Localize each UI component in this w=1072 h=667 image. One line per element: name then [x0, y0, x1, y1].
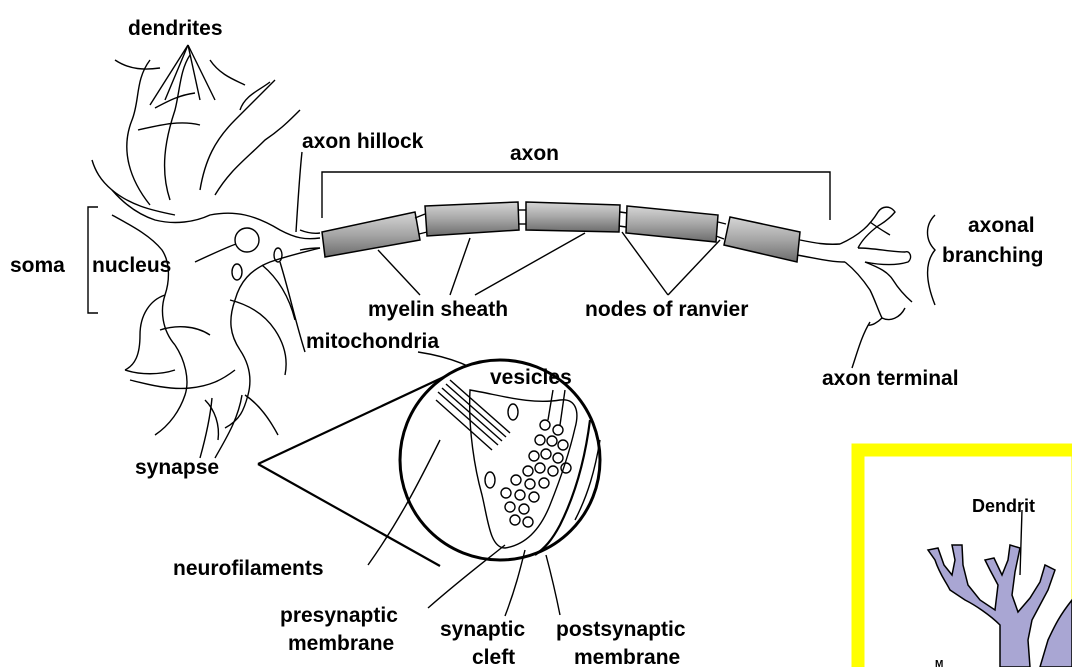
svg-text:M: M — [935, 659, 943, 667]
label-presynaptic-membrane-line1: presynaptic — [280, 604, 398, 627]
label-synapse: synapse — [135, 456, 219, 479]
myelin-segments — [322, 202, 800, 262]
label-soma: soma — [10, 254, 65, 277]
nucleus-shape — [235, 228, 259, 252]
label-dendrites: dendrites — [128, 17, 223, 40]
label-synaptic-cleft-line1: synaptic — [440, 618, 526, 641]
label-postsynaptic-membrane-line1: postsynaptic — [556, 618, 686, 641]
label-axonal-branching-line1: axonal — [968, 214, 1035, 237]
label-presynaptic-membrane-line2: membrane — [288, 632, 394, 655]
label-myelin-sheath: myelin sheath — [368, 298, 508, 321]
neuron-cell-body — [92, 55, 320, 440]
label-nucleus: nucleus — [92, 254, 171, 277]
label-axon-terminal: axon terminal — [822, 367, 959, 390]
axon-terminals — [840, 207, 912, 325]
label-vesicles: vesicles — [490, 366, 572, 389]
label-axon: axon — [510, 142, 559, 165]
label-axon-hillock: axon hillock — [302, 130, 424, 153]
label-postsynaptic-membrane-line2: membrane — [574, 646, 680, 667]
dendrit-inset: M — [858, 450, 1072, 667]
label-nodes-of-ranvier: nodes of ranvier — [585, 298, 748, 321]
label-synaptic-cleft-line2: cleft — [472, 646, 515, 667]
synapse-zoom — [368, 360, 600, 616]
label-axonal-branching-line2: branching — [942, 244, 1044, 267]
label-neurofilaments: neurofilaments — [173, 557, 324, 580]
mitochondrion-shape — [232, 264, 242, 280]
label-dendrit: Dendrit — [972, 496, 1035, 516]
label-mitochondria: mitochondria — [306, 330, 439, 353]
